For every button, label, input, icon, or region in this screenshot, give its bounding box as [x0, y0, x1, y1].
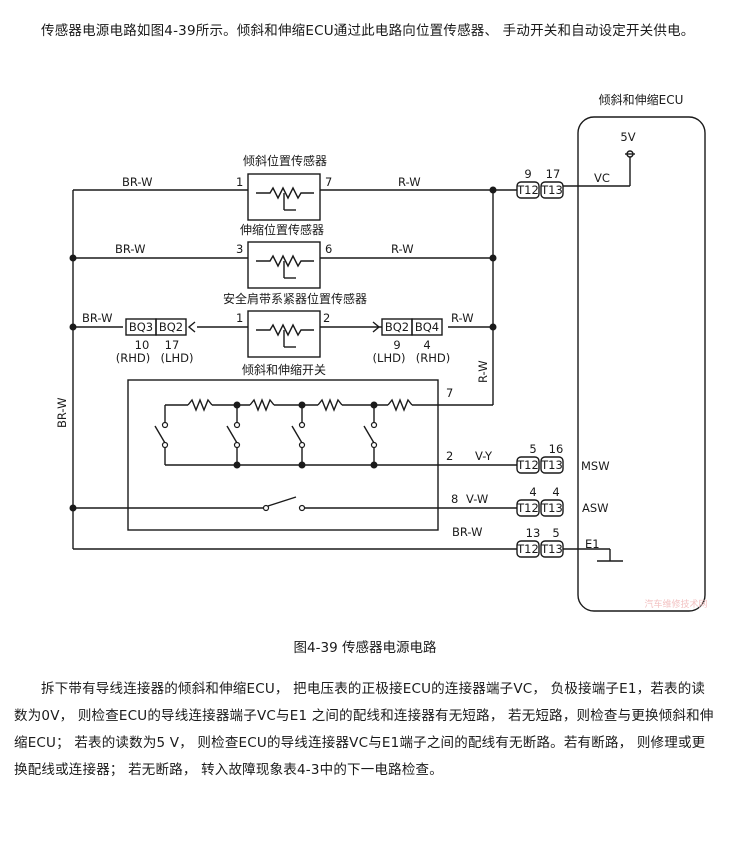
sensor-power-circuit-diagram: 倾斜和伸缩ECU 5V 汽车维修技术网 倾斜位置传感器 伸缩位置传感器 安全肩带…: [55, 92, 708, 612]
power-5v-label: 5V: [620, 130, 635, 144]
wire-label: BR-W: [82, 311, 112, 325]
body-paragraph: 拆下带有导线连接器的倾斜和伸缩ECU， 把电压表的正极接ECU的连接器端子VC，…: [14, 681, 714, 778]
connector-label: T13: [540, 183, 563, 197]
telescopic-sensor-label: 伸缩位置传感器: [240, 222, 324, 237]
wire-label: V-Y: [475, 449, 493, 463]
pin-label: 4: [552, 485, 559, 499]
connector-pair-msw: [516, 456, 564, 474]
pin-label: 9: [393, 338, 400, 352]
pin-label: 13: [526, 526, 541, 540]
connector-label: BQ3: [129, 320, 153, 334]
wire-label: BR-W: [55, 398, 69, 428]
wire-label: BR-W: [122, 175, 152, 189]
tilt-sensor-label: 倾斜位置传感器: [243, 153, 327, 168]
pin-label: 2: [323, 311, 330, 325]
tilt-telescopic-switch-box: [127, 379, 439, 531]
pin-label: 4: [423, 338, 430, 352]
pin-label: 7: [325, 175, 332, 189]
bq2-connector-left: [155, 318, 187, 336]
terminal-e1: E1: [585, 537, 600, 551]
connector-pair-e1: [516, 540, 564, 558]
connector-label: T12: [516, 542, 539, 556]
variant-label: (LHD): [373, 351, 406, 365]
pin-label: 5: [552, 526, 559, 540]
wire-label: R-W: [398, 175, 421, 189]
terminal-msw: MSW: [581, 459, 610, 473]
variant-label: (RHD): [416, 351, 450, 365]
pin-label: 16: [549, 442, 564, 456]
pin-label: 1: [236, 175, 243, 189]
potentiometer-symbol-1: [256, 186, 314, 211]
pin-label: 6: [325, 242, 332, 256]
junction-dots: [69, 186, 497, 512]
watermark: 汽车维修技术网: [644, 598, 707, 610]
variant-label: (LHD): [161, 351, 194, 365]
pin-label: 5: [529, 442, 536, 456]
connector-label: T13: [540, 458, 563, 472]
wire-label: BR-W: [452, 525, 482, 539]
pin-label: 17: [165, 338, 180, 352]
pin-label: 7: [446, 386, 453, 400]
pin-label: 10: [135, 338, 150, 352]
connector-label: T12: [516, 458, 539, 472]
wire-label: V-W: [466, 492, 488, 506]
wire-label: R-W: [391, 242, 414, 256]
terminal-vc: VC: [594, 171, 610, 185]
connector-pair-vc: [516, 181, 564, 199]
terminal-asw: ASW: [582, 501, 609, 515]
pin-label: 3: [236, 242, 243, 256]
potentiometer-symbol-2: [256, 254, 314, 279]
variant-label: (RHD): [116, 351, 150, 365]
wire-label: BR-W: [115, 242, 145, 256]
pin-label: 4: [529, 485, 536, 499]
connector-label: BQ4: [415, 320, 439, 334]
ecu-label: 倾斜和伸缩ECU: [599, 92, 684, 107]
pin-label: 8: [451, 492, 458, 506]
pin-label: 1: [236, 311, 243, 325]
pin-label: 9: [524, 167, 531, 181]
wire-label: R-W: [451, 311, 474, 325]
switch-label: 倾斜和伸缩开关: [242, 362, 326, 377]
connector-label: BQ2: [159, 320, 183, 334]
figure-caption: 图4-39 传感器电源电路: [293, 640, 437, 656]
connector-label: T13: [540, 501, 563, 515]
connector-pair-asw: [516, 499, 564, 517]
pin-label: 2: [446, 449, 453, 463]
belt-sensor-label: 安全肩带系紧器位置传感器: [223, 291, 367, 306]
connector-label: BQ2: [385, 320, 409, 334]
bq4-connector: [411, 318, 443, 336]
connector-label: T12: [516, 183, 539, 197]
connector-label: T12: [516, 501, 539, 515]
wire-label: R-W: [476, 360, 490, 383]
potentiometer-symbol-3: [256, 323, 314, 348]
ecu-box: [577, 116, 706, 612]
connector-label: T13: [540, 542, 563, 556]
pin-label: 17: [546, 167, 561, 181]
intro-paragraph: 传感器电源电路如图4-39所示。倾斜和伸缩ECU通过此电路向位置传感器、 手动开…: [41, 23, 695, 39]
